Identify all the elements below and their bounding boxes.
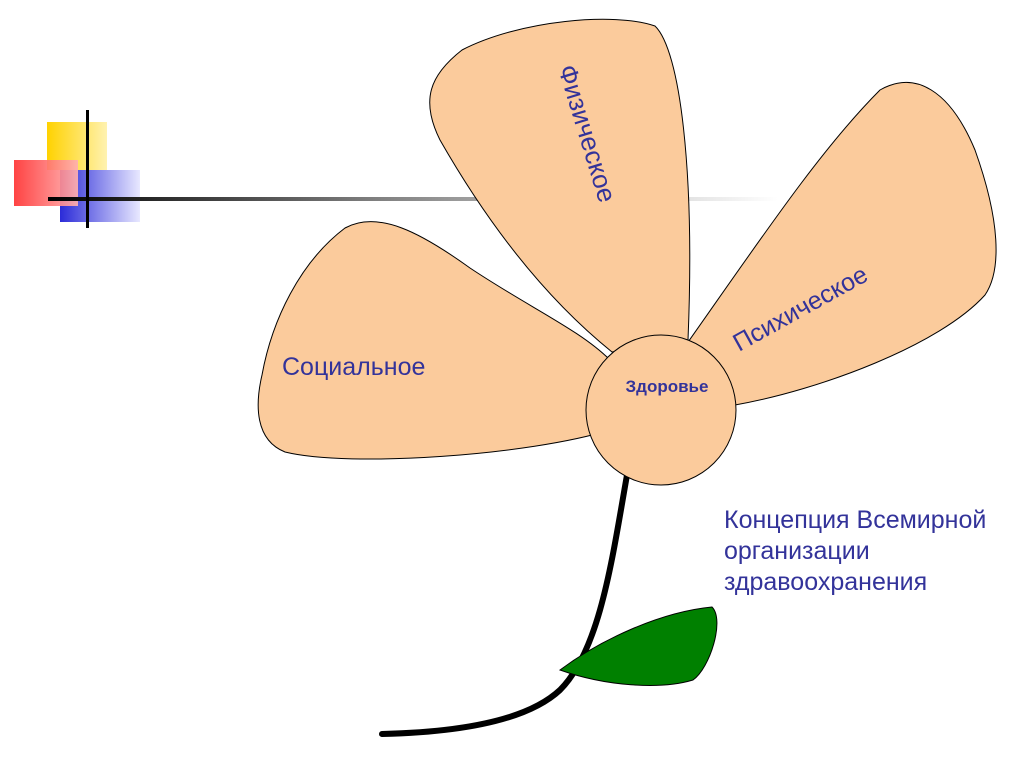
petal-label-social: Социальное [282,353,425,381]
concept-line-1: Концепция Всемирной [724,506,987,534]
horizontal-rule [48,197,778,201]
colored-squares-crosshair-icon [14,110,778,228]
flower-stem [379,472,630,737]
flower-center [585,334,737,486]
concept-line-2: организации [724,537,870,565]
concept-line-3: здравоохранения [724,568,928,596]
vertical-rule [86,110,89,228]
flower-leaf [558,606,718,686]
center-label: Здоровье [626,377,709,396]
petal-physical [429,18,691,353]
petal-mental [685,82,997,406]
petal-social [257,221,611,460]
concept-caption: Концепция Всемирной организации здравоох… [724,505,1024,598]
